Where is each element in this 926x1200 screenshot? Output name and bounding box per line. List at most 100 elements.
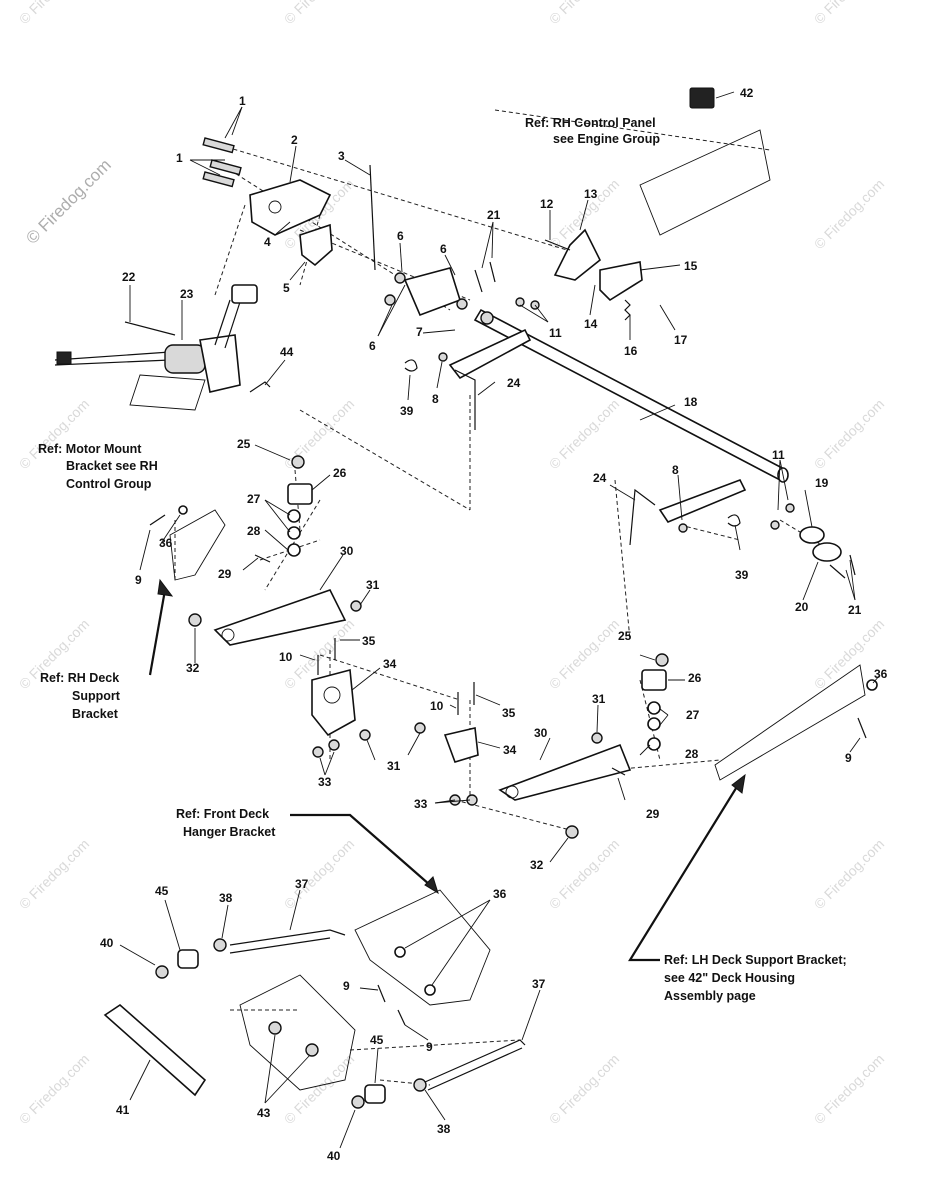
- trunnion-block: [641, 669, 667, 691]
- callout-13: 13: [584, 187, 598, 201]
- bushing: [287, 509, 301, 523]
- spring-clip: [404, 359, 418, 372]
- watermark: © Firedog.com: [281, 0, 357, 27]
- bushing: [647, 717, 661, 731]
- callout-21: 21: [848, 603, 862, 617]
- flange-plate: [812, 542, 842, 562]
- callout-40: 40: [327, 1149, 341, 1163]
- shaft-arm-upper: [448, 328, 532, 380]
- callout-17: 17: [674, 333, 688, 347]
- nut: [384, 294, 396, 306]
- watermark: © Firedog.com: [546, 836, 622, 912]
- callout-11: 11: [549, 326, 562, 340]
- ref-rh-deck-2: Support: [72, 689, 121, 703]
- lh-deck-support-bracket: [714, 664, 866, 781]
- lift-rod: [369, 164, 376, 271]
- deck-link: [103, 1003, 207, 1097]
- callout-11: 11: [772, 448, 785, 462]
- top-assembly: [54, 87, 856, 579]
- watermark: © Firedog.com: [546, 0, 622, 27]
- callout-32: 32: [530, 858, 544, 872]
- middle-assembly: [149, 455, 878, 839]
- nut: [312, 746, 324, 758]
- callout-31: 31: [366, 578, 380, 592]
- callout-6: 6: [397, 229, 404, 243]
- callout-30: 30: [340, 544, 354, 558]
- reference-notes: Ref: RH Control Panel see Engine Group R…: [38, 116, 847, 1003]
- watermark: © Firedog.com: [546, 1051, 622, 1127]
- arrow-rh-deck: [148, 589, 167, 676]
- bolt: [474, 269, 483, 293]
- callout-26: 26: [688, 671, 702, 685]
- lift-rod-upper: [229, 929, 346, 946]
- washer: [424, 984, 436, 996]
- lift-rod-lower: [424, 1039, 526, 1083]
- nut: [394, 272, 406, 284]
- trunnion-block: [287, 483, 313, 505]
- mount-bracket: [249, 179, 332, 236]
- nut: [328, 739, 340, 751]
- callout-38: 38: [437, 1122, 451, 1136]
- callout-37: 37: [295, 877, 309, 891]
- bushing: [287, 526, 301, 540]
- control-rod-lower: [629, 488, 656, 546]
- callout-numbers: 1 1 2 3 4 5 6 6 6 7 8 8 9 9 9 9 10 10 11…: [100, 86, 888, 1163]
- watermark: © Firedog.com: [16, 0, 92, 27]
- ref-lh-deck-1: Ref: LH Deck Support Bracket;: [664, 953, 847, 967]
- watermark: © Firedog.com: [811, 396, 887, 472]
- cotter-pin: [857, 717, 867, 739]
- callout-28: 28: [685, 747, 699, 761]
- bolt: [849, 554, 856, 576]
- rh-deck-support-bracket: [169, 509, 226, 581]
- callout-45: 45: [370, 1033, 384, 1047]
- callout-28: 28: [247, 524, 261, 538]
- callout-35: 35: [362, 634, 376, 648]
- callout-10: 10: [279, 650, 293, 664]
- stud: [254, 554, 271, 563]
- spring-clip: [727, 514, 741, 527]
- nut: [414, 722, 426, 734]
- nut: [785, 503, 795, 513]
- bottom-assembly: [103, 889, 526, 1109]
- ref-motor-mount-2: Bracket see RH: [66, 459, 158, 473]
- callout-36: 36: [874, 667, 888, 681]
- nut: [351, 1095, 365, 1109]
- callout-40: 40: [100, 936, 114, 950]
- ref-front-deck-2: Hanger Bracket: [183, 825, 276, 839]
- watermark: © Firedog.com: [16, 836, 92, 912]
- arrow-front-deck: [290, 813, 431, 886]
- washer: [178, 505, 188, 515]
- cotter-pin: [377, 984, 386, 1003]
- callout-27: 27: [247, 492, 261, 506]
- callout-18: 18: [684, 395, 698, 409]
- callout-20: 20: [795, 600, 809, 614]
- nut: [515, 297, 525, 307]
- spring: [624, 299, 631, 321]
- callout-43: 43: [257, 1106, 271, 1120]
- center-bracket: [403, 267, 461, 317]
- callout-29: 29: [218, 567, 232, 581]
- ref-motor-mount-3: Control Group: [66, 477, 152, 491]
- hairpin-clip: [249, 381, 271, 393]
- callout-8: 8: [672, 463, 679, 477]
- ref-rh-deck-3: Bracket: [72, 707, 119, 721]
- callout-44: 44: [280, 345, 294, 359]
- callout-31: 31: [592, 692, 606, 706]
- nut: [359, 729, 371, 741]
- callout-42: 42: [740, 86, 754, 100]
- watermark: © Firedog.com: [811, 0, 887, 27]
- callout-34: 34: [383, 657, 397, 671]
- watermark: © Firedog.com: [811, 836, 887, 912]
- actuator-motor: [54, 284, 258, 411]
- callout-12: 12: [540, 197, 554, 211]
- callout-23: 23: [180, 287, 194, 301]
- bushing: [287, 543, 301, 557]
- clevis: [364, 1084, 386, 1104]
- callout-6: 6: [440, 242, 447, 256]
- callout-9: 9: [343, 979, 350, 993]
- callout-16: 16: [624, 344, 638, 358]
- stud: [611, 767, 626, 776]
- callout-9: 9: [135, 573, 142, 587]
- callout-35: 35: [502, 706, 516, 720]
